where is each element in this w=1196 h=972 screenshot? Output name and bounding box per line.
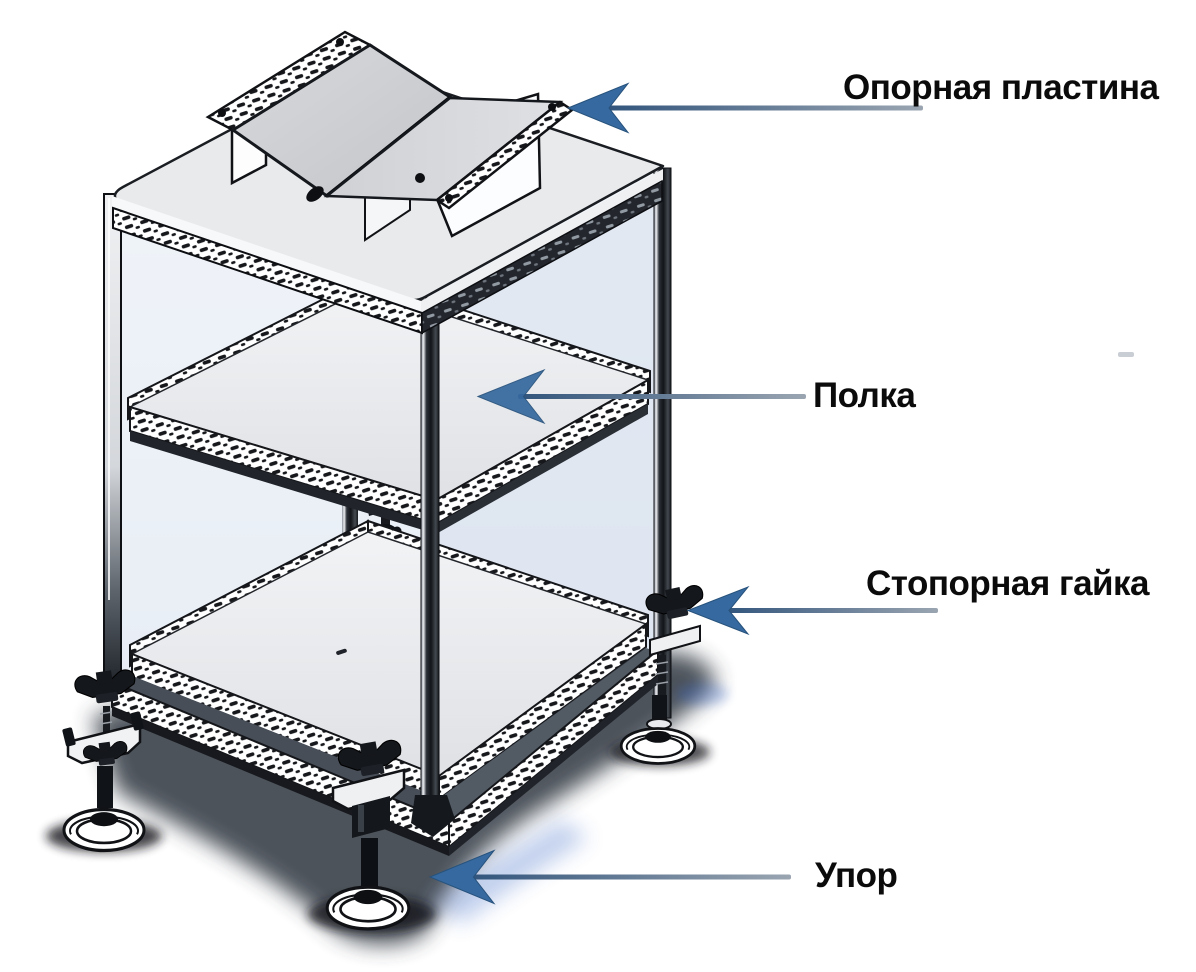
callout-arrows bbox=[428, 82, 938, 905]
arrow-support-plate bbox=[566, 82, 923, 134]
arrow-lock-nut bbox=[686, 585, 938, 636]
leveling-foot-left bbox=[62, 666, 146, 853]
leveling-foot-right bbox=[619, 582, 708, 765]
shadow-gap-right bbox=[440, 648, 658, 824]
support-plate-saddle bbox=[205, 30, 575, 242]
middle-shelf bbox=[127, 276, 651, 534]
arrow-stop bbox=[428, 849, 791, 905]
left-leg bbox=[103, 193, 122, 691]
label-lock-nut: Стопорная гайка bbox=[866, 564, 1150, 603]
arrowhead-stop bbox=[428, 849, 496, 905]
label-shelf: Полка bbox=[813, 376, 916, 415]
label-support-plate: Опорная пластина bbox=[843, 68, 1159, 107]
arrow-shelf bbox=[476, 368, 806, 425]
arrowhead-support-plate bbox=[566, 82, 630, 134]
label-stop: Упор bbox=[815, 856, 898, 895]
leveling-foot-center bbox=[325, 736, 411, 931]
print-artifact bbox=[1118, 352, 1134, 357]
arrowhead-lock-nut bbox=[686, 585, 750, 636]
arrowhead-shelf bbox=[476, 368, 546, 425]
